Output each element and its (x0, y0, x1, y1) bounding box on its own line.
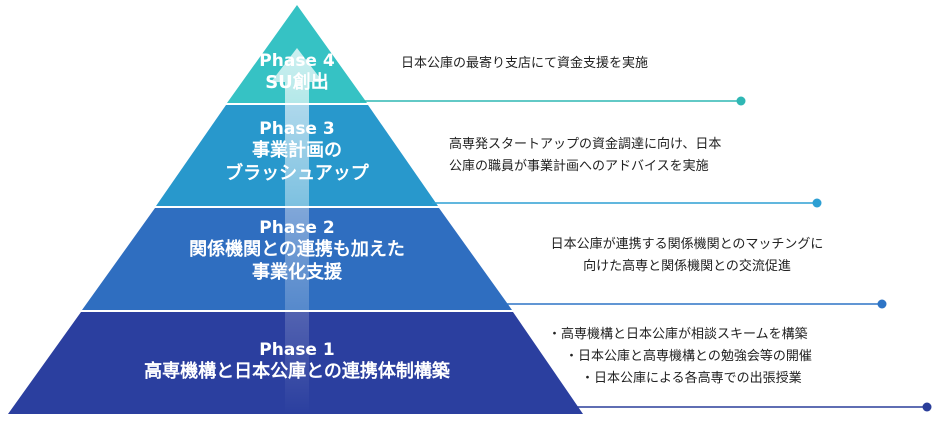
connector-phase4 (360, 96, 746, 106)
phase2-name-line: 関係機関との連携も加えた (189, 239, 405, 261)
phase4-description: 日本公庫の最寄り支店にて資金支援を実施 (401, 53, 648, 75)
description-line: ・日本公庫による各高専での出張授業 (581, 371, 802, 386)
connector-dot (736, 96, 746, 106)
phase2-title: Phase 2 (259, 218, 335, 238)
connector-phase2 (506, 299, 887, 309)
phase1-description: ・高専機構と日本公庫が相談スキームを構築 ・日本公庫と高専機構との勉強会等の開催… (548, 324, 893, 390)
phase3-label: Phase 3 事業計画の ブラッシュアップ (187, 119, 407, 185)
description-line: ・日本公庫と高専機構との勉強会等の開催 (565, 349, 812, 364)
description-line: 向けた高専と関係機関との交流促進 (583, 259, 791, 274)
up-arrow (271, 48, 323, 414)
phase1-title: Phase 1 (259, 340, 335, 360)
phase1-name-line: 高専機構と日本公庫との連携体制構築 (144, 361, 450, 383)
description-line: 高専発スタートアップの資金調達に向け、日本 (449, 137, 722, 152)
connector-phase1 (575, 402, 932, 412)
description-line: ・高専機構と日本公庫が相談スキームを構築 (548, 327, 808, 342)
phase1-label: Phase 1 高専機構と日本公庫との連携体制構築 (97, 340, 497, 384)
phase3-name-line: ブラッシュアップ (225, 162, 369, 184)
phase2-name-line: 事業化支援 (252, 261, 342, 283)
connector-dot (812, 198, 822, 208)
connector-phase3 (432, 198, 822, 208)
description-line: 公庫の職員が事業計画へのアドバイスを実施 (449, 159, 709, 174)
phase3-title: Phase 3 (259, 119, 335, 139)
phase4-title: Phase 4 (259, 51, 335, 71)
description-line: 日本公庫の最寄り支店にて資金支援を実施 (401, 56, 649, 71)
phase3-name-line: 事業計画の (252, 140, 342, 162)
connector-dot (877, 299, 887, 309)
connector-dot (922, 402, 932, 412)
phase4-name-line: SU創出 (265, 72, 329, 94)
phase2-description: 日本公庫が連携する関係機関とのマッチングに 向けた高専と関係機関との交流促進 (512, 234, 862, 278)
phase2-label: Phase 2 関係機関との連携も加えた 事業化支援 (137, 218, 457, 284)
phase3-description: 高専発スタートアップの資金調達に向け、日本 公庫の職員が事業計画へのアドバイスを… (449, 134, 721, 178)
description-line: 日本公庫が連携する関係機関とのマッチングに (550, 237, 824, 252)
phase4-label: Phase 4 SU創出 (237, 51, 357, 95)
